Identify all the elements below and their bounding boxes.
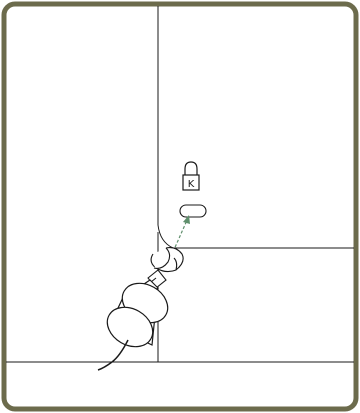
cable-lock-cylinder [106,282,169,348]
kensington-lock-icon: K [182,161,200,191]
insert-arrow [164,215,190,271]
svg-text:K: K [188,179,195,190]
power-cable [97,339,129,371]
security-slot [179,204,207,218]
cable-loop [150,247,184,273]
